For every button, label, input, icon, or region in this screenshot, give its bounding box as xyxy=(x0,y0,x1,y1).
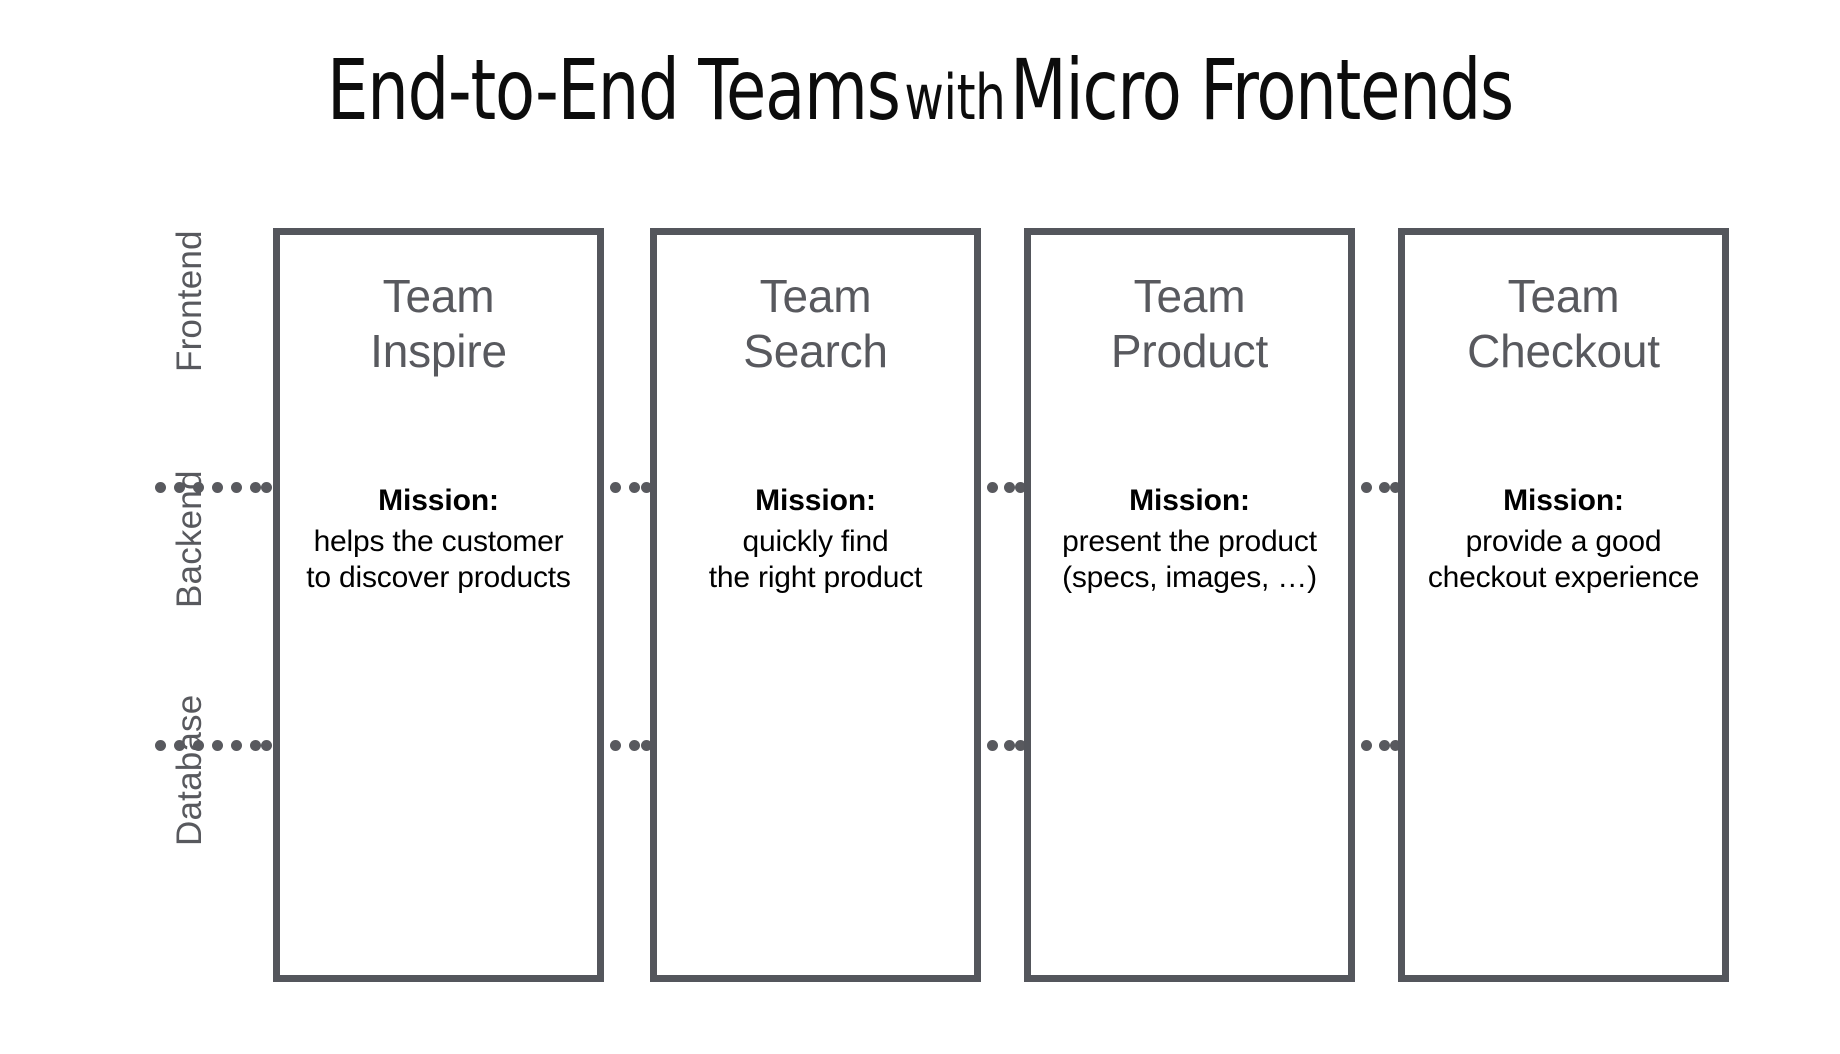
divider-dot xyxy=(1379,482,1390,493)
page-title: End-to-End TeamswithMicro Frontends xyxy=(202,48,1637,132)
title-part-1: End-to-End Teams xyxy=(326,41,901,139)
divider-dot xyxy=(987,740,998,751)
divider-row-backend-database xyxy=(0,740,1840,752)
title-part-2: Micro Frontends xyxy=(1010,41,1514,139)
divider-dot xyxy=(174,482,185,493)
divider-dot xyxy=(1361,740,1372,751)
divider-dot xyxy=(1379,740,1390,751)
mission-line-2: to discover products xyxy=(306,561,571,594)
divider-dot xyxy=(1390,482,1401,493)
mission-label: Mission: xyxy=(1503,484,1624,517)
mission-label: Mission: xyxy=(378,484,499,517)
team-mission: Mission: present the product (specs, ima… xyxy=(1025,483,1354,596)
divider-dot xyxy=(212,740,223,751)
divider-dot xyxy=(193,740,204,751)
mission-line-2: the right product xyxy=(708,561,923,594)
divider-dot xyxy=(610,740,621,751)
divider-dot xyxy=(155,482,166,493)
divider-dot xyxy=(641,482,652,493)
divider-dot xyxy=(193,482,204,493)
divider-dot xyxy=(1361,482,1372,493)
divider-dot xyxy=(261,740,272,751)
divider-dot xyxy=(629,482,640,493)
team-mission: Mission: helps the customer to discover … xyxy=(274,483,603,596)
team-title: Team Product xyxy=(1031,269,1348,379)
divider-dot xyxy=(174,740,185,751)
layer-label-database: Database xyxy=(170,694,209,846)
team-title-line-2: Checkout xyxy=(1467,325,1660,378)
divider-dot xyxy=(1004,482,1015,493)
team-mission: Mission: quickly find the right product xyxy=(651,483,980,596)
team-column-checkout[interactable]: Team Checkout Mission: provide a good ch… xyxy=(1398,228,1729,982)
layer-label-frontend: Frontend xyxy=(170,230,209,372)
team-title-line-2: Product xyxy=(1110,325,1269,378)
divider-dot xyxy=(1390,740,1401,751)
divider-dot xyxy=(231,740,242,751)
divider-dot xyxy=(987,482,998,493)
divider-dot xyxy=(250,740,261,751)
team-title: Team Search xyxy=(657,269,974,379)
team-column-inspire[interactable]: Team Inspire Mission: helps the customer… xyxy=(273,228,604,982)
divider-dot xyxy=(641,740,652,751)
divider-dot xyxy=(610,482,621,493)
team-title-line-2: Search xyxy=(743,325,888,378)
team-title-line-2: Inspire xyxy=(370,325,507,378)
mission-line-1: quickly find xyxy=(742,525,889,558)
divider-dot xyxy=(261,482,272,493)
title-connector: with xyxy=(904,61,1006,134)
team-title: Team Inspire xyxy=(280,269,597,379)
team-title: Team Checkout xyxy=(1405,269,1722,379)
team-title-line-1: Team xyxy=(759,270,872,322)
divider-dot xyxy=(629,740,640,751)
divider-dot xyxy=(1015,740,1026,751)
mission-line-2: checkout experience xyxy=(1427,561,1700,594)
divider-dot xyxy=(155,740,166,751)
divider-dot xyxy=(1004,740,1015,751)
team-title-line-1: Team xyxy=(1133,270,1246,322)
mission-line-1: present the product xyxy=(1062,525,1317,558)
mission-label: Mission: xyxy=(1129,484,1250,517)
mission-label: Mission: xyxy=(755,484,876,517)
team-mission: Mission: provide a good checkout experie… xyxy=(1399,483,1728,596)
team-column-search[interactable]: Team Search Mission: quickly find the ri… xyxy=(650,228,981,982)
mission-line-2: (specs, images, …) xyxy=(1062,561,1317,594)
divider-row-frontend-backend xyxy=(0,482,1840,494)
team-column-product[interactable]: Team Product Mission: present the produc… xyxy=(1024,228,1355,982)
divider-dot xyxy=(212,482,223,493)
team-title-line-1: Team xyxy=(1507,270,1620,322)
divider-dot xyxy=(250,482,261,493)
mission-line-1: provide a good xyxy=(1465,525,1662,558)
mission-line-1: helps the customer xyxy=(313,525,564,558)
divider-dot xyxy=(1015,482,1026,493)
divider-dot xyxy=(231,482,242,493)
team-title-line-1: Team xyxy=(382,270,495,322)
